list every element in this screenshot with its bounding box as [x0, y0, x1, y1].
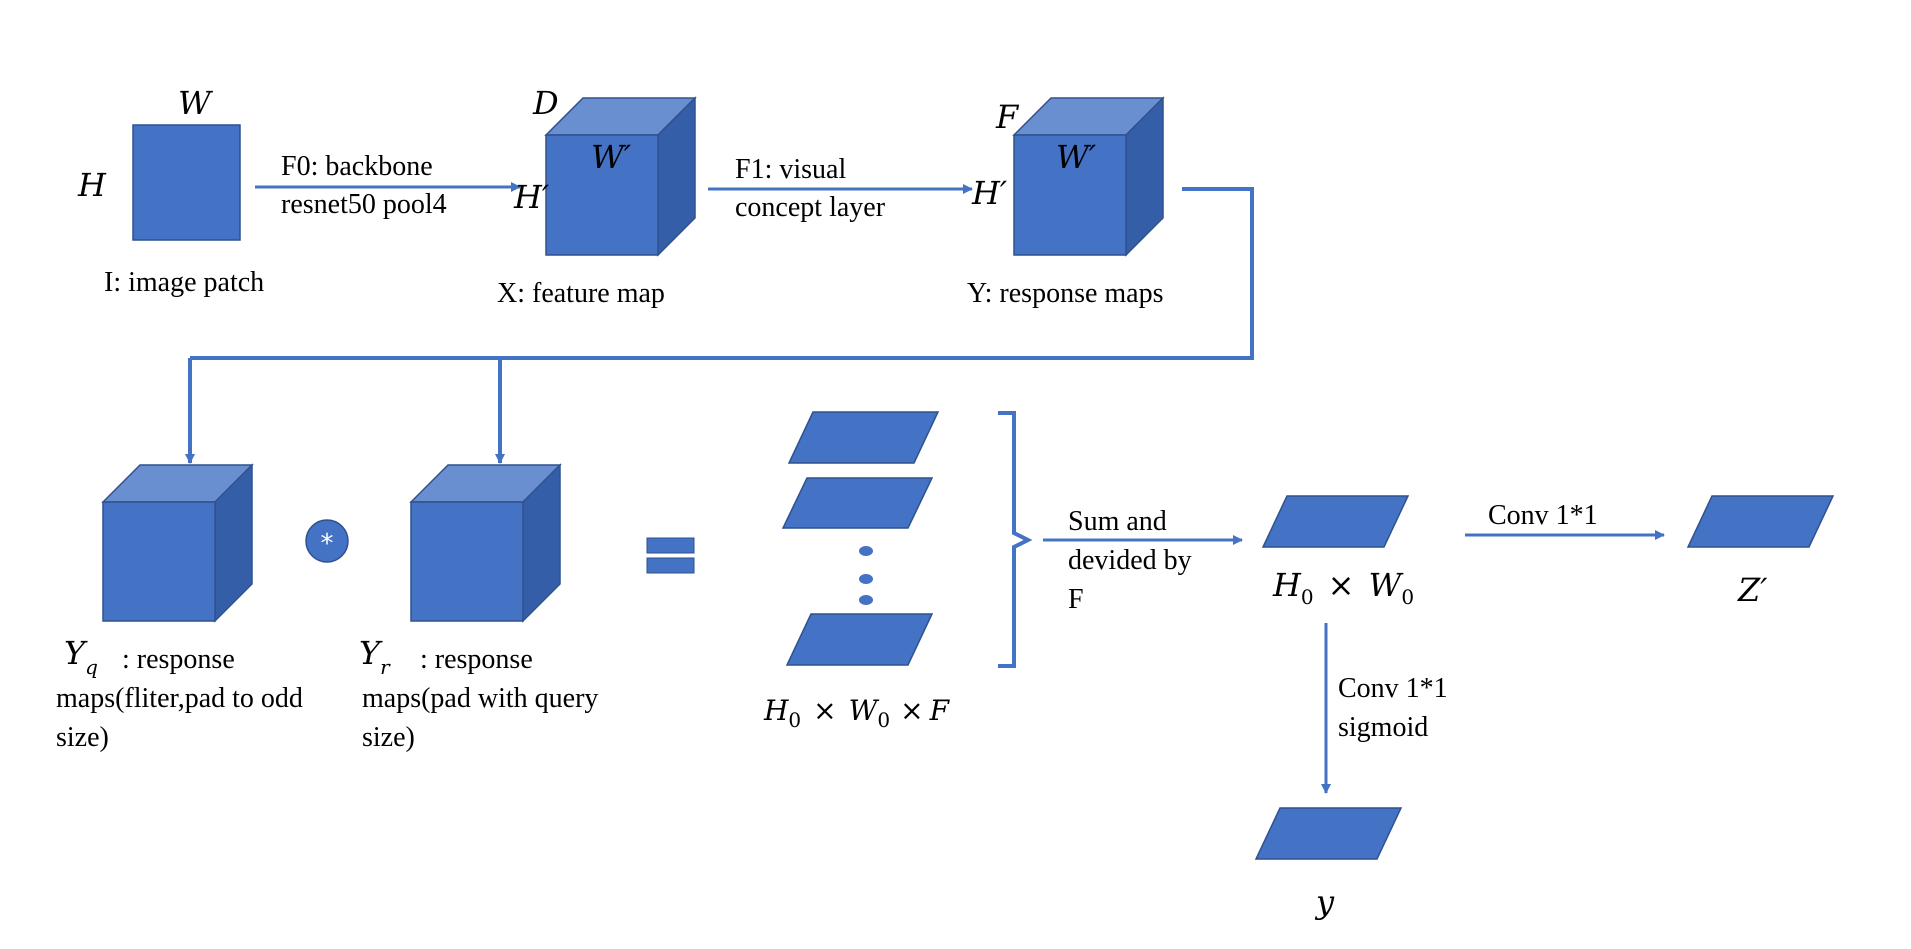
stack-slice-last [785, 613, 934, 666]
mid-map-slice [1261, 495, 1410, 548]
yr-caption-line3: size) [362, 722, 415, 753]
stack-dot-2 [859, 574, 873, 584]
stack-dot-1 [859, 546, 873, 556]
stack-slice-1 [787, 411, 940, 464]
yr-symbol: Yr [359, 634, 391, 679]
convolution-operator-icon [305, 519, 349, 563]
stack-dot-3 [859, 595, 873, 605]
sum-label-line1: Sum and [1068, 506, 1167, 537]
equals-sign-icon [646, 537, 695, 574]
yq-caption-line1: : response [122, 644, 235, 675]
sum-label-line2: devided by [1068, 545, 1192, 576]
yr-caption-line1: : response [420, 644, 533, 675]
conv1-label: Conv 1*1 [1488, 500, 1598, 531]
response-maps-cube [1012, 96, 1165, 257]
feature-caption: X: feature map [497, 278, 665, 309]
yq-cube [101, 463, 254, 623]
yq-symbol: Yq [64, 634, 98, 679]
response-f-label: F [995, 98, 1020, 136]
stack-slice-2 [781, 477, 934, 529]
conv2-label-line1: Conv 1*1 [1338, 673, 1448, 704]
response-height-label: H′ [971, 174, 1008, 212]
feature-width-label: W′ [591, 138, 632, 176]
f0-label-line2: resnet50 pool4 [281, 189, 447, 220]
feature-map-cube [544, 96, 697, 257]
input-caption: I: image patch [104, 267, 264, 298]
yr-caption-line2: maps(pad with query [362, 683, 598, 714]
f1-label-line1: F1: visual [735, 154, 846, 185]
yr-cube [409, 463, 562, 623]
conv2-label-line2: sigmoid [1338, 712, 1428, 743]
response-width-label: W′ [1056, 138, 1097, 176]
stack-dimensions-label: H0×W0×F [763, 694, 951, 732]
convolution-operator-symbol: * [321, 529, 334, 559]
yq-caption-line2: maps(fliter,pad to odd [56, 683, 303, 714]
response-caption: Y: response maps [967, 278, 1164, 309]
sum-bracket [998, 411, 1033, 668]
feature-height-label: H′ [513, 178, 550, 216]
f0-label-line1: F0: backbone [281, 151, 433, 182]
z-output-label: Z′ [1737, 571, 1768, 609]
f1-label-line2: concept layer [735, 192, 886, 223]
input-height-label: H [77, 166, 107, 204]
yq-caption-line3: size) [56, 722, 109, 753]
sum-label-line3: F [1068, 584, 1084, 615]
y-output-label: y [1314, 883, 1335, 921]
feature-depth-label: D [532, 84, 559, 122]
mid-map-dimensions-label: H0×W0 [1272, 566, 1414, 609]
z-output-slice [1686, 495, 1835, 548]
input-image-square [132, 124, 241, 241]
y-output-slice [1254, 807, 1403, 860]
input-width-label: W [178, 84, 214, 122]
split-connector [190, 187, 1254, 360]
